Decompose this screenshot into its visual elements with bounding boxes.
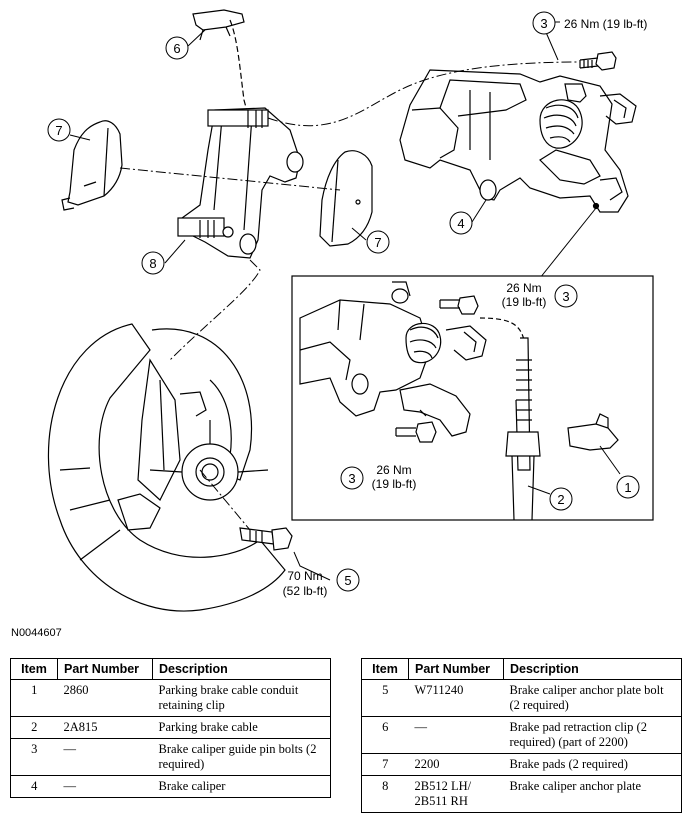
svg-text:7: 7 [374, 235, 381, 250]
torque-inset-upper-nm: 26 Nm [506, 281, 541, 295]
table-row: 5 W711240 Brake caliper anchor plate bol… [361, 679, 682, 717]
cell-part-number: W711240 [408, 679, 504, 717]
cell-item: 7 [361, 753, 409, 776]
cell-description: Parking brake cable [152, 716, 331, 739]
cell-part-number: 2A815 [57, 716, 153, 739]
svg-text:3: 3 [540, 16, 547, 31]
cell-item: 1 [10, 679, 58, 717]
svg-text:8: 8 [149, 256, 156, 271]
cell-item: 2 [10, 716, 58, 739]
parts-table-left: Item Part Number Description 1 2860 Park… [10, 658, 331, 798]
cell-part-number: 2200 [408, 753, 504, 776]
cell-part-number: 2860 [57, 679, 153, 717]
exploded-brake-diagram: 6 7 7 8 4 3 26 Nm (19 lb-ft) 3 26 Nm (19… [47, 9, 654, 612]
table-row: 6 — Brake pad retraction clip (2 require… [361, 716, 682, 754]
callout-8: 8 [141, 251, 165, 275]
cell-description: Brake caliper anchor plate [503, 775, 682, 813]
header-part-number: Part Number [57, 658, 153, 680]
guide-pin-bolt-top [579, 51, 617, 71]
cell-description: Brake caliper anchor plate bolt (2 requi… [503, 679, 682, 717]
svg-text:6: 6 [173, 41, 180, 56]
svg-text:5: 5 [344, 573, 351, 588]
header-description: Description [152, 658, 331, 680]
svg-text:4: 4 [457, 216, 464, 231]
cell-description: Brake pads (2 required) [503, 753, 682, 776]
figure-id: N0044607 [11, 627, 62, 639]
callout-5: 5 [336, 568, 360, 592]
anchor-plate-part [177, 107, 304, 259]
callout-3-top: 3 [532, 11, 556, 35]
cell-part-number: — [57, 775, 153, 798]
cell-description: Brake caliper guide pin bolts (2 require… [152, 738, 331, 776]
table-header-row: Item Part Number Description [361, 658, 682, 680]
callout-6: 6 [165, 36, 189, 60]
svg-text:2: 2 [557, 492, 564, 507]
torque-bolt-lbft: (52 lb-ft) [283, 584, 328, 598]
callout-1: 1 [616, 475, 640, 499]
table-row: 4 — Brake caliper [10, 775, 331, 798]
callout-4: 4 [449, 211, 473, 235]
cell-item: 8 [361, 775, 409, 813]
caliper-part [399, 69, 637, 213]
cell-item: 3 [10, 738, 58, 776]
cell-description: Brake pad retraction clip (2 required) (… [503, 716, 682, 754]
callout-2: 2 [549, 487, 573, 511]
svg-text:3: 3 [562, 289, 569, 304]
table-header-row: Item Part Number Description [10, 658, 331, 680]
header-description: Description [503, 658, 682, 680]
table-row: 7 2200 Brake pads (2 required) [361, 753, 682, 776]
cell-item: 5 [361, 679, 409, 717]
cell-item: 6 [361, 716, 409, 754]
svg-text:7: 7 [55, 123, 62, 138]
callout-7-left: 7 [47, 118, 71, 142]
svg-text:1: 1 [624, 480, 631, 495]
svg-text:3: 3 [348, 471, 355, 486]
brake-disc-shield-part [47, 323, 286, 612]
parts-table-right: Item Part Number Description 5 W711240 B… [361, 658, 682, 813]
header-part-number: Part Number [408, 658, 504, 680]
header-item: Item [10, 658, 58, 680]
table-row: 8 2B512 LH/ 2B511 RH Brake caliper ancho… [361, 775, 682, 813]
cell-part-number: — [408, 716, 504, 754]
cell-part-number: — [57, 738, 153, 776]
table-row: 1 2860 Parking brake cable conduit retai… [10, 679, 331, 717]
callout-7-right: 7 [366, 230, 390, 254]
torque-top-label: 26 Nm (19 lb-ft) [564, 17, 647, 31]
left-brake-pad-part [61, 120, 123, 211]
table-row: 3 — Brake caliper guide pin bolts (2 req… [10, 738, 331, 776]
retraction-clip-part [192, 9, 249, 116]
torque-inset-lower-lbft: (19 lb-ft) [372, 477, 417, 491]
cell-description: Brake caliper [152, 775, 331, 798]
cell-description: Parking brake cable conduit retaining cl… [152, 679, 331, 717]
inset-caliper-detail [299, 281, 619, 521]
torque-inset-lower-nm: 26 Nm [376, 463, 411, 477]
header-item: Item [361, 658, 409, 680]
cell-item: 4 [10, 775, 58, 798]
right-brake-pad-part [319, 150, 373, 247]
callout-3-inset-upper: 3 [554, 284, 578, 308]
cell-part-number: 2B512 LH/ 2B511 RH [408, 775, 504, 813]
torque-inset-upper-lbft: (19 lb-ft) [502, 295, 547, 309]
table-row: 2 2A815 Parking brake cable [10, 716, 331, 739]
anchor-plate-bolt-part [239, 527, 293, 551]
torque-bolt-nm: 70 Nm [287, 569, 322, 583]
callout-3-inset-lower: 3 [340, 466, 364, 490]
